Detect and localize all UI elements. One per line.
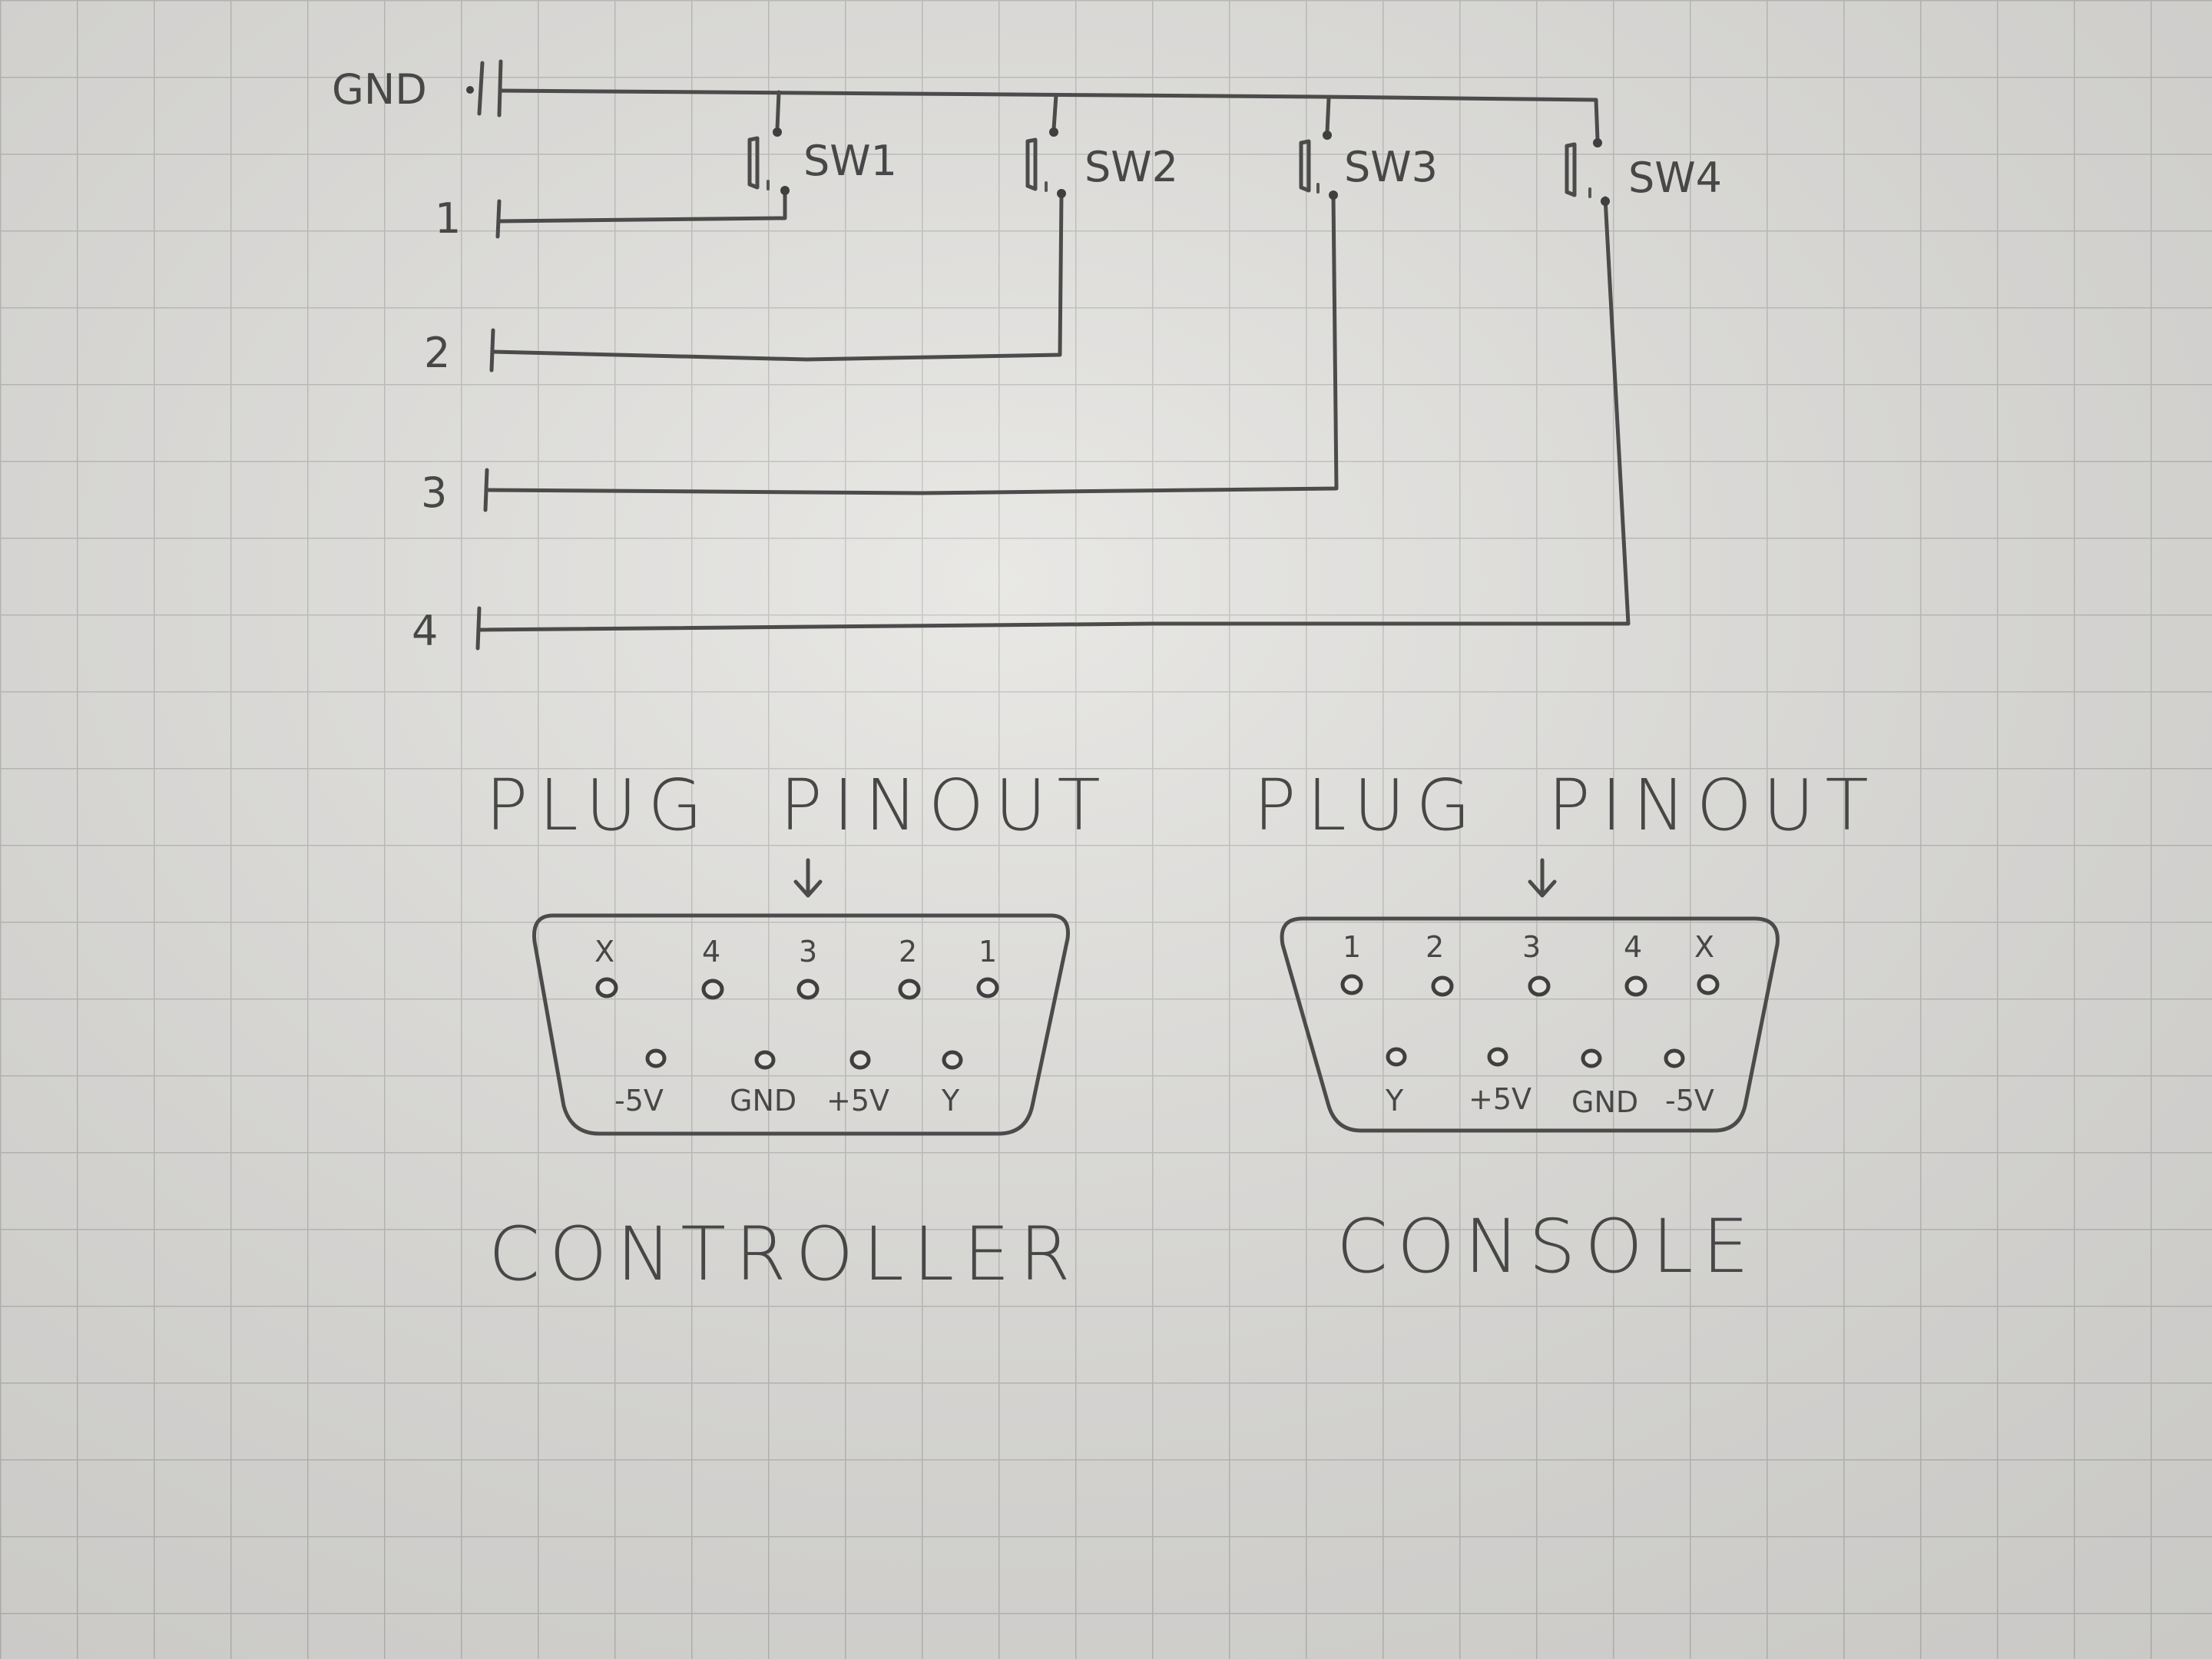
console-bottom-pin-label: +5V [1469,1082,1532,1116]
console-bottom-pin-label: GND [1571,1085,1638,1119]
gnd-connector-tick [497,59,503,118]
pin-1-tick [495,199,502,239]
controller-connector: PLUG PINOUT X 4 3 2 1 -5V GND +5V Y CONT… [485,764,1111,1297]
console-bottom-pin-label: Y [1385,1084,1404,1118]
controller-pin-hole [796,979,820,1000]
sw1-label: SW1 [803,137,897,185]
controller-pin-hole [701,979,724,1000]
sw1-top-lead [775,90,781,131]
console-pin-hole [1487,1047,1508,1067]
gnd-pin-marker [477,61,485,116]
sw3-label: SW3 [1344,143,1438,191]
console-pin-hole [1528,975,1551,997]
switch-sw1: SW1 [747,127,897,195]
pin-4-label: 4 [412,607,438,655]
controller-top-pin-label: 3 [799,935,817,969]
controller-arrow [793,858,823,898]
gnd-label: GND [332,65,427,114]
console-caption: CONSOLE [1336,1204,1758,1290]
switch-sw3: SW3 [1299,131,1438,200]
controller-pin-hole [754,1050,776,1070]
controller-bottom-pin-label: -5V [614,1084,664,1118]
console-arrow [1528,858,1557,898]
console-top-pin-label: 2 [1426,930,1444,964]
switch-sw4: SW4 [1565,138,1722,206]
sw3-top-lead [1325,96,1331,134]
sw4-label: SW4 [1628,154,1722,202]
console-shell [1280,916,1780,1133]
console-title: PLUG PINOUT [1253,764,1879,846]
console-pin-hole [1664,1048,1685,1068]
console-top-pin-label: X [1694,930,1714,964]
console-pin-hole [1386,1047,1407,1067]
controller-bottom-pin-label: GND [730,1084,796,1118]
controller-top-pin-label: 1 [979,935,997,969]
sw4-top-lead [1594,98,1600,142]
controller-top-pin-label: 4 [702,935,720,969]
controller-shell [532,913,1071,1136]
controller-pin-hole [898,979,921,1000]
pin-2-label: 2 [424,329,450,377]
console-top-pin-label: 3 [1522,930,1541,964]
pin-1-label: 1 [435,194,461,243]
console-pin-hole [1624,975,1647,997]
controller-pin-hole [645,1048,667,1068]
wire-pin-2 [491,191,1064,362]
console-pin-hole [1581,1048,1602,1068]
pin-3-label: 3 [421,469,447,517]
controller-title: PLUG PINOUT [485,764,1111,846]
controller-pin-hole [942,1050,963,1070]
controller-pin-hole [849,1050,871,1070]
console-top-pin-label: 4 [1624,930,1642,964]
console-connector: PLUG PINOUT 1 2 3 4 X Y +5V GND -5V CONS… [1253,764,1879,1290]
console-pin-hole [1697,974,1720,995]
wire-pin-4 [477,196,1631,632]
controller-caption: CONTROLLER [488,1211,1080,1297]
controller-top-pin-label: 2 [899,935,917,969]
console-pin-hole [1431,975,1454,997]
controller-pin-hole [595,977,618,998]
console-top-pin-label: 1 [1343,930,1361,964]
switch-schematic: GND 1 2 3 4 SW [332,59,1722,655]
sw2-label: SW2 [1084,143,1178,191]
controller-bottom-pin-label: +5V [826,1084,889,1118]
switch-sw2: SW2 [1025,127,1178,198]
gnd-pin-dot [466,86,474,94]
controller-pin-hole [976,977,999,998]
controller-top-pin-label: X [594,935,614,969]
sw2-top-lead [1051,93,1058,131]
wire-pin-1 [497,190,787,224]
wire-pin-3 [485,193,1339,495]
controller-bottom-pin-label: Y [941,1084,960,1118]
ground-rail [498,88,1598,102]
console-pin-hole [1340,974,1363,995]
console-bottom-pin-label: -5V [1665,1084,1714,1118]
